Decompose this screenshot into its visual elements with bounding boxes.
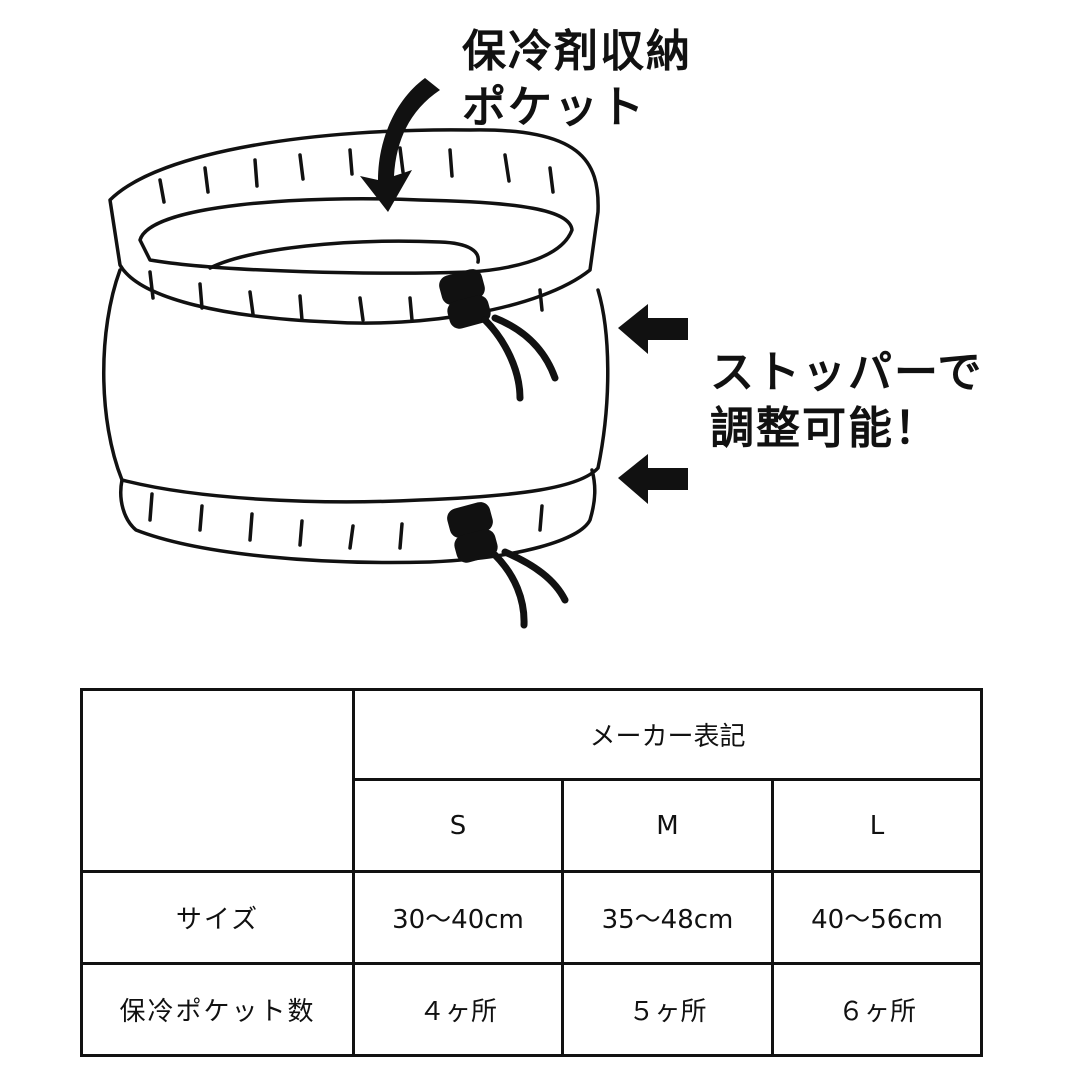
stopper-upper (439, 269, 491, 329)
pocket-callout-line1: 保冷剤収納 (462, 26, 692, 77)
cell-pockets-m: ５ヶ所 (561, 962, 774, 1057)
arrow-down-icon (360, 78, 440, 212)
size-header-l: L (770, 778, 984, 873)
cell-size-m: 35〜48cm (561, 870, 774, 965)
size-header-s: S (352, 778, 564, 873)
collar-body (102, 268, 610, 504)
collar-inner-opening (138, 197, 574, 275)
arrow-left-icon (618, 304, 688, 354)
cell-size-s: 30〜40cm (352, 870, 564, 965)
stopper-callout-line2: 調整可能！ (710, 403, 940, 454)
cell-pockets-l: ６ヶ所 (770, 962, 984, 1057)
product-illustration (102, 78, 688, 629)
stopper-callout: ストッパーで 調整可能！ (710, 345, 983, 457)
maker-label-header: メーカー表記 (351, 688, 984, 781)
pocket-callout-line2: ポケット (462, 82, 646, 133)
pocket-callout: 保冷剤収納 ポケット (462, 24, 692, 136)
size-header-m: M (561, 778, 774, 873)
row-label-pockets: 保冷ポケット数 (80, 962, 355, 1057)
size-table: メーカー表記 S M L サイズ 30〜40cm 35〜48cm 40〜56cm… (80, 688, 984, 1057)
cell-pockets-s: ４ヶ所 (352, 962, 564, 1057)
arrow-left-icon (618, 454, 688, 504)
cell-size-l: 40〜56cm (770, 870, 984, 965)
collar-bottom-rim (119, 468, 597, 565)
collar-outer-rim (108, 128, 600, 325)
table-corner-cell (80, 688, 355, 873)
stopper-lower (447, 502, 498, 563)
stopper-callout-line1: ストッパーで (710, 347, 984, 398)
table-row: サイズ 30〜40cm 35〜48cm 40〜56cm (80, 870, 984, 965)
row-label-size: サイズ (80, 870, 355, 965)
table-row: 保冷ポケット数 ４ヶ所 ５ヶ所 ６ヶ所 (80, 962, 984, 1057)
